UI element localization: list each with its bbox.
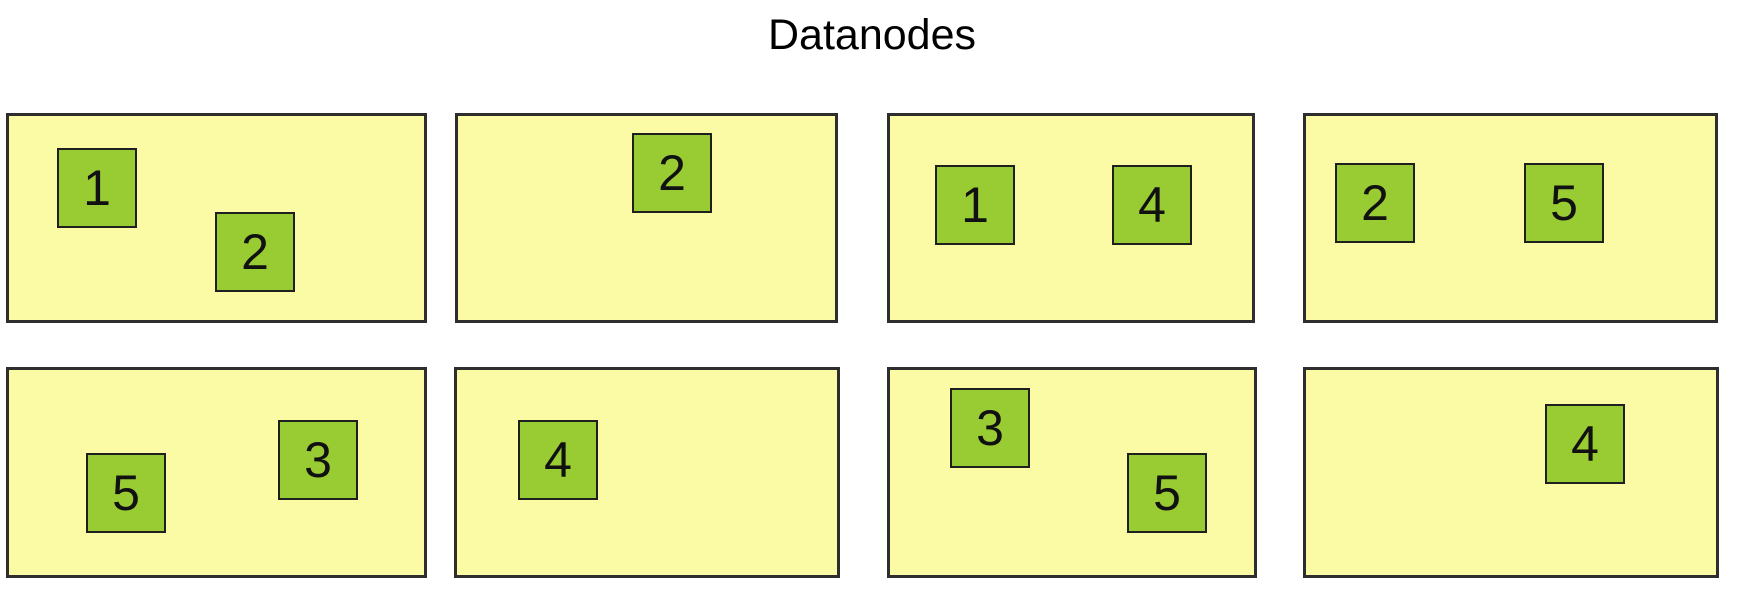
diagram-title: Datanodes bbox=[768, 11, 976, 59]
block-5: 5 bbox=[1127, 453, 1207, 533]
datanode-7: 3 5 bbox=[887, 367, 1257, 578]
datanode-1: 1 2 bbox=[6, 113, 427, 323]
block-1: 1 bbox=[935, 165, 1015, 245]
block-1: 1 bbox=[57, 148, 137, 228]
block-2: 2 bbox=[632, 133, 712, 213]
datanode-6: 4 bbox=[454, 367, 840, 578]
datanode-8: 4 bbox=[1303, 367, 1719, 578]
block-2: 2 bbox=[1335, 163, 1415, 243]
block-3: 3 bbox=[278, 420, 358, 500]
block-4: 4 bbox=[518, 420, 598, 500]
block-5: 5 bbox=[86, 453, 166, 533]
block-5: 5 bbox=[1524, 163, 1604, 243]
block-4: 4 bbox=[1545, 404, 1625, 484]
datanode-2: 2 bbox=[455, 113, 838, 323]
block-2: 2 bbox=[215, 212, 295, 292]
block-3: 3 bbox=[950, 388, 1030, 468]
datanode-3: 1 4 bbox=[887, 113, 1255, 323]
datanode-4: 2 5 bbox=[1303, 113, 1718, 323]
datanode-5: 5 3 bbox=[6, 367, 427, 578]
block-4: 4 bbox=[1112, 165, 1192, 245]
